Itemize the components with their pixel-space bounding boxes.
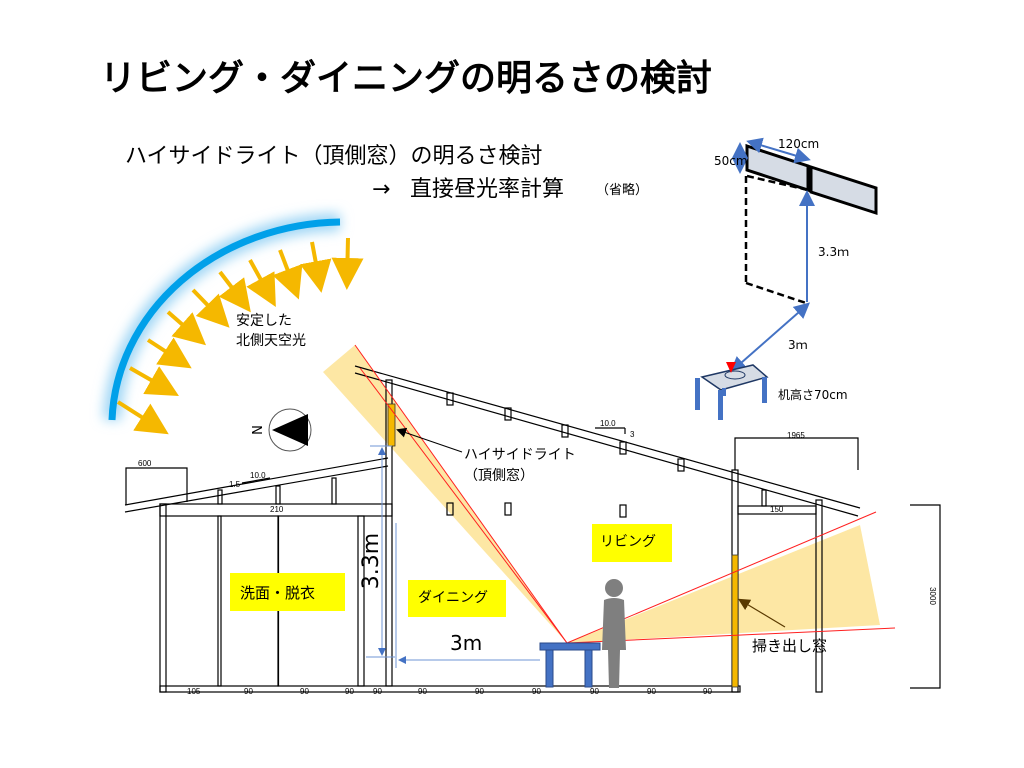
highside-label-2: （頂側窓） [464,467,534,484]
inset-distance-label: 3ｍ [788,338,808,352]
inset-desk-label: 机高さ70cm [778,387,848,402]
sky-arc [103,213,341,421]
dim-slope-left-rise: 1.5 [229,480,241,489]
floor-span: 90 [418,687,427,696]
room-washroom: 洗面・脱衣 [240,584,315,602]
floor-span: 90 [345,687,354,696]
floor-span: 90 [532,687,541,696]
desk [539,642,601,688]
north-compass: N [251,408,312,452]
inset-width-label: 120cm [778,137,819,151]
window-light-wedge [567,525,880,643]
distance-dimension-label: 3m [450,631,482,655]
drawing-dimensions: 600 10.0 1.5 210 10.0 3 1965 150 3000 10… [138,419,937,696]
inset-height-label: 50cm [714,154,748,168]
floor-span: 90 [590,687,599,696]
compass-north-label: N [251,425,266,435]
sweep-window-pointer [737,598,786,628]
highside-light-wedge [323,345,567,643]
north-arrow-icon [272,414,308,446]
dim-slope-main-rise: 3 [630,430,635,439]
floor-span: 90 [647,687,656,696]
inset-diagram: 120cm 50cm 3.3ｍ 3ｍ 机高さ70cm [695,137,878,420]
dim-slope-left-run: 10.0 [250,471,266,480]
highside-pointer [396,427,463,453]
floor-span: 90 [475,687,484,696]
highside-label-1: ハイサイドライト [464,447,576,463]
sweep-window-label: 掃き出し窓 [752,637,827,655]
subtitle-note: （省略） [596,182,648,198]
dim-eave-right: 1965 [787,431,805,440]
inset-vertical-label: 3.3ｍ [818,245,849,259]
room-dining-box [408,580,506,617]
sky-label-2: 北側天空光 [236,333,306,349]
height-dimension-label: 3.3m [359,533,384,589]
dim-height-right: 3000 [928,587,937,605]
sweep-window [731,554,739,688]
dim-beam-right: 150 [770,505,784,514]
floor-span: 90 [703,687,712,696]
dim-slope-main-run: 10.0 [600,419,616,428]
floor-span: 90 [300,687,309,696]
sun-ray-arrows [116,237,364,435]
subtitle-line1: ハイサイドライト（頂側窓）の明るさ検討 [125,144,543,169]
subtitle-arrow: → [372,177,390,202]
room-dining: ダイニング [418,590,488,606]
person-silhouette [602,579,626,688]
slide-title: リビング・ダイニングの明るさの検討 [100,58,712,99]
subtitle-line2: 直接昼光率計算 [410,177,564,202]
dim-beam-left: 210 [270,505,284,514]
sky-label-1: 安定した [236,313,292,329]
room-living: リビング [600,534,656,550]
floor-span: 105 [187,687,201,696]
floor-span: 90 [373,687,382,696]
room-washroom-box [230,573,345,611]
room-living-box [592,524,672,562]
building-section [124,365,941,693]
floor-span: 90 [244,687,253,696]
dim-eave-left: 600 [138,459,152,468]
dimension-lines [366,445,540,668]
